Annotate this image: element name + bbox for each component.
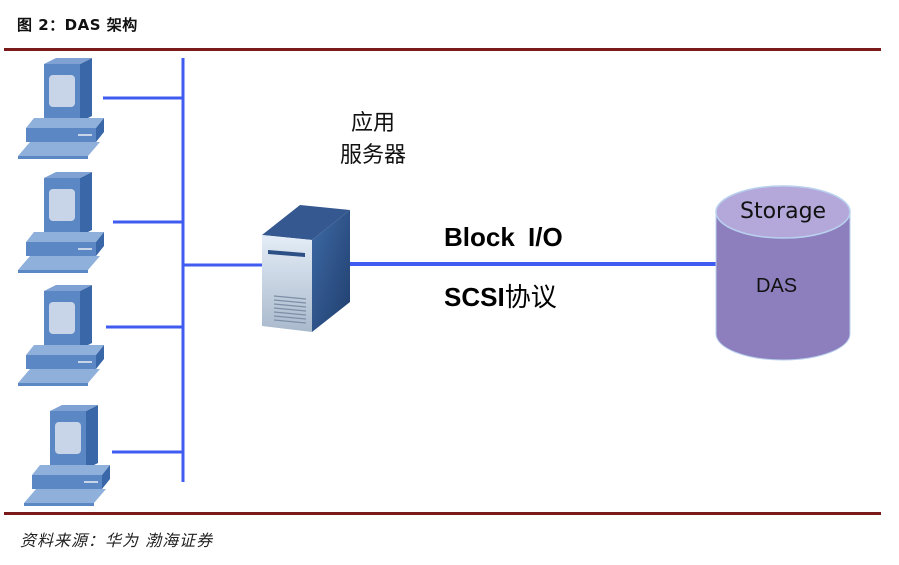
server-label-line1: 应用 <box>350 111 395 136</box>
bottom-divider <box>4 512 881 515</box>
das-label: DAS <box>756 275 798 297</box>
client-computer-4 <box>24 405 110 506</box>
scsi-label-latin: SCSI <box>444 282 505 312</box>
das-storage-cylinder <box>715 185 851 361</box>
client-computer-1 <box>18 58 104 159</box>
client-computer-2 <box>18 172 104 273</box>
application-server-icon <box>262 205 350 332</box>
block-io-label: Block I/O <box>444 222 563 252</box>
client-computer-3 <box>18 285 104 386</box>
top-divider <box>4 48 881 51</box>
figure-source: 资料来源：华为 渤海证券 <box>20 531 214 550</box>
server-label: 应用 服务器 <box>328 108 418 172</box>
scsi-label-cn: 协议 <box>504 283 557 313</box>
server-label-line2: 服务器 <box>339 143 406 168</box>
storage-label: Storage <box>740 199 827 224</box>
scsi-protocol-label: SCSI协议 <box>444 277 557 314</box>
figure-title: 图 2：DAS 架构 <box>17 16 138 34</box>
